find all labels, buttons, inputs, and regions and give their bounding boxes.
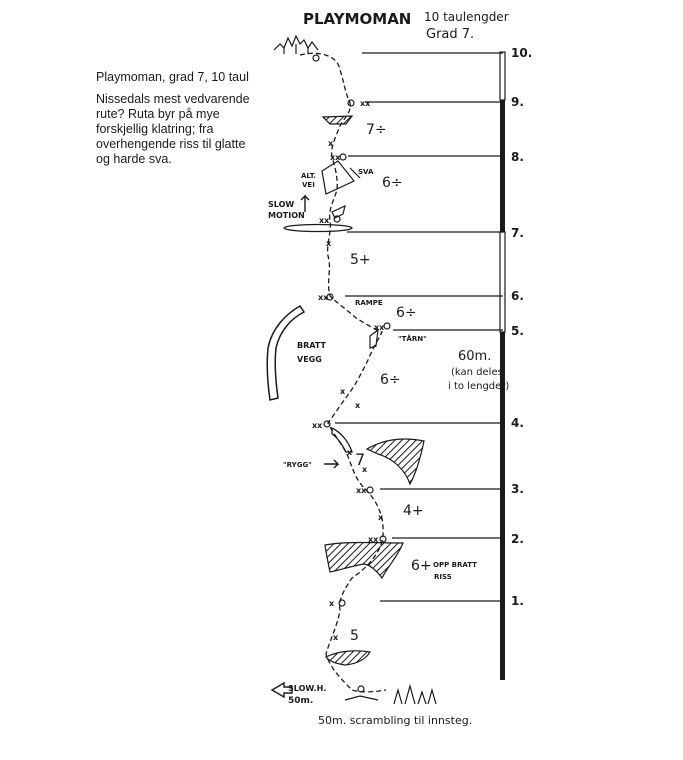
caption-body: Nissedals mest vedvarende rute? Ruta byr… [96, 92, 250, 166]
pitch-markers: 10. 9. 8. 7. 6. 5. 4. 3. 2. 1. [511, 46, 532, 608]
svg-text:x: x [328, 139, 334, 148]
grade-pitch-9: 7÷ [366, 122, 387, 138]
svg-text:xx: xx [356, 486, 367, 495]
descent-arrow-icon [270, 681, 293, 699]
svg-text:xx: xx [368, 535, 379, 544]
route-caption: Playmoman, grad 7, 10 taul Nissedals mes… [96, 70, 256, 174]
topo-subtitle-1: 10 taulengder [424, 10, 509, 24]
annotation-alt-vei-2: VEI [302, 181, 315, 189]
svg-text:x: x [355, 401, 361, 410]
climbing-route-line [299, 52, 387, 693]
annotation-bratt-vegg-1: BRATT [297, 341, 326, 350]
caption-heading: Playmoman, grad 7, 10 taul [96, 70, 249, 84]
bratt-vegg-wall [266, 305, 306, 401]
summit-trees-icon [273, 34, 319, 54]
topo-title: PLAYMOMAN [303, 10, 411, 28]
slow-motion-ledge [283, 223, 353, 233]
pitch-marker-8: 8. [511, 150, 524, 164]
annotation-slow-motion-1: SLOW [268, 200, 294, 209]
annotation-bratt-vegg-2: VEGG [297, 355, 322, 364]
annotation-descent-2: 50m. [288, 696, 313, 706]
tarn-block [369, 328, 379, 349]
svg-text:x: x [378, 513, 384, 522]
annotation-descent-1: SLOW.H. [288, 684, 326, 693]
pitch-marker-4: 4. [511, 416, 524, 430]
annotation-sva: SVA [358, 168, 374, 176]
length-scale-bar [499, 51, 506, 680]
annotation-slow-motion-2: MOTION [268, 211, 305, 220]
annotation-tarn: "TÅRN" [398, 334, 427, 343]
svg-text:x: x [362, 465, 368, 474]
svg-text:xx: xx [319, 216, 330, 225]
svg-text:x: x [333, 633, 339, 642]
grade-pitch-2: 6+ [411, 558, 432, 574]
svg-text:xx: xx [360, 99, 371, 108]
annotation-rygg: "RYGG" [283, 461, 312, 469]
grade-pitch-7: 5+ [350, 252, 371, 268]
topo-subtitle-2: Grad 7. [426, 27, 474, 42]
annotation-long-pitch-note-2: i to lengder) [448, 381, 509, 392]
pitch-grades: 7÷ 6÷ 5+ 6÷ 6÷ 7 4+ 6+ 5 [350, 122, 432, 644]
grade-pitch-4: 7 [355, 450, 365, 469]
bolt-markers: xx xx xx xx xx xx xx xx x x x x x x x x … [312, 99, 385, 642]
svg-text:xx: xx [318, 293, 329, 302]
belay-anchors [312, 54, 391, 693]
annotation-long-pitch-note-1: (kan deles [451, 367, 503, 378]
svg-text:x: x [340, 387, 346, 396]
svg-text:x: x [329, 599, 335, 608]
topo-annotations: SVA ALT. VEI SLOW MOTION RAMPE "TÅRN" BR… [268, 168, 509, 727]
svg-text:xx: xx [312, 421, 323, 430]
pitch-marker-9: 9. [511, 95, 524, 109]
rygg-arrow-icon [324, 459, 340, 469]
svg-text:x: x [326, 239, 332, 248]
annotation-alt-vei-1: ALT. [301, 172, 316, 180]
pitch-marker-2: 2. [511, 532, 524, 546]
pitch-marker-5: 5. [511, 324, 524, 338]
svg-text:xx: xx [330, 153, 341, 162]
annotation-long-pitch: 60m. [458, 349, 491, 364]
slab-feature [321, 160, 361, 219]
slow-motion-arrow-icon [300, 194, 310, 212]
pitch-marker-3: 3. [511, 482, 524, 496]
pitch-marker-10: 10. [511, 46, 532, 60]
grade-pitch-8: 6÷ [382, 175, 403, 191]
annotation-opp-bratt-2: RISS [434, 573, 452, 581]
pitch-marker-7: 7. [511, 226, 524, 240]
svg-text:xx: xx [374, 323, 385, 332]
pitch-marker-6: 6. [511, 289, 524, 303]
grade-pitch-6: 6÷ [396, 305, 417, 321]
base-trees-icon [344, 683, 437, 705]
annotation-approach: 50m. scrambling til innsteg. [318, 714, 472, 727]
annotation-opp-bratt-1: OPP BRATT [433, 561, 477, 569]
grade-pitch-1: 5 [350, 628, 359, 644]
grade-pitch-3: 4+ [403, 503, 424, 519]
overhang-roofs [321, 115, 425, 666]
annotation-rampe: RAMPE [355, 299, 383, 307]
pitch-marker-1: 1. [511, 594, 524, 608]
grade-pitch-5: 6÷ [380, 372, 401, 388]
pitch-lines [335, 52, 503, 602]
